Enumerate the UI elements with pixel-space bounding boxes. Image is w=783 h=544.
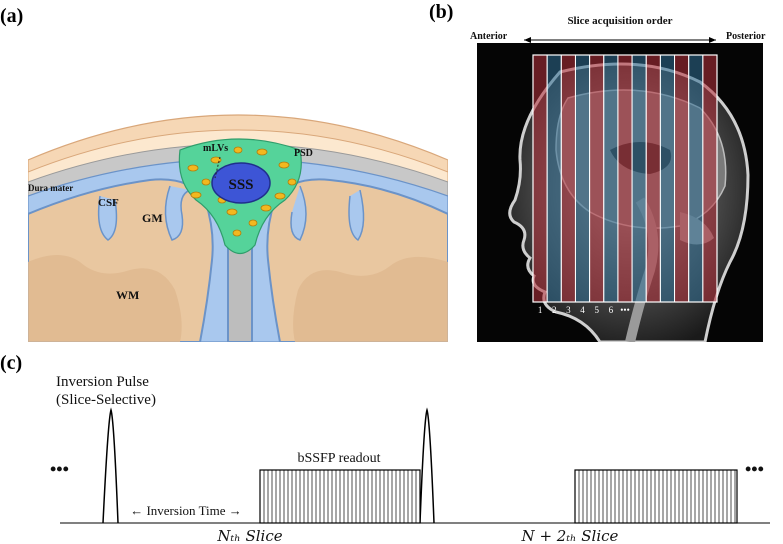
- slice-stripe: [659, 54, 676, 303]
- pulse-title-line2: (Slice-Selective): [56, 392, 156, 408]
- label-posterior: Posterior: [726, 31, 766, 42]
- slice-stripe: [688, 54, 704, 303]
- readout-label: bSSFP readout: [297, 451, 380, 466]
- slice-stripe: [645, 54, 661, 303]
- slice-number: 3: [566, 305, 571, 315]
- slice-stripe: [560, 54, 576, 303]
- sss-sinus: [211, 162, 271, 204]
- slice-stripe: [631, 54, 647, 303]
- label-csf: CSF: [98, 197, 119, 209]
- mlv-vessels: [187, 146, 297, 237]
- slice-order-label: Slice acquisition order: [567, 15, 672, 27]
- slice-n-label: Nₜₕ Slice: [216, 527, 282, 544]
- slice-number: 4: [580, 305, 585, 315]
- slice-stripe: [532, 54, 548, 303]
- slice-stripe: [702, 54, 718, 303]
- inversion-time-label: ← Inversion Time →: [130, 503, 242, 518]
- slice-number: 5: [594, 305, 599, 315]
- slice-stripe: [674, 54, 690, 303]
- inversion-pulse-1: [102, 407, 119, 524]
- label-wm: WM: [116, 288, 139, 302]
- label-gm: GM: [142, 211, 163, 225]
- slice-stripes: [532, 54, 718, 303]
- slice-number: •••: [620, 305, 629, 315]
- slice-n2-label: N + 2ₜₕ Slice: [521, 527, 619, 544]
- pulse-title-line1: Inversion Pulse: [56, 374, 149, 390]
- slice-number: 1: [538, 305, 543, 315]
- inversion-pulse-2: [419, 407, 435, 524]
- label-psd: PSD: [294, 148, 313, 159]
- slice-stripe: [589, 54, 605, 303]
- panel-b-label: (b): [429, 1, 453, 23]
- ellipsis-left: •••: [50, 459, 69, 479]
- label-anterior: Anterior: [470, 31, 508, 42]
- slice-stripe: [603, 54, 619, 303]
- slice-number: 6: [609, 305, 614, 315]
- readout-gradient-lines-2: [578, 470, 736, 523]
- label-sss: SSS: [228, 177, 253, 193]
- mri-image: [477, 43, 763, 342]
- bssfp-readout-2: [574, 469, 738, 524]
- panel-a-label: (a): [0, 5, 23, 27]
- ellipsis-right: •••: [745, 459, 764, 479]
- slice-stripe: [617, 54, 633, 303]
- panel-c-label: (c): [0, 352, 22, 374]
- slice-number: 2: [552, 305, 557, 315]
- white-matter-right: [293, 256, 448, 342]
- slice-stripe: [546, 54, 562, 303]
- label-mlvs: mLVs: [203, 143, 228, 154]
- readout-gradient-lines-1: [263, 470, 417, 523]
- mlv-pointer: [214, 156, 221, 179]
- label-dura: Dura mater: [28, 183, 73, 193]
- slice-stripe: [574, 54, 591, 303]
- white-matter-left: [28, 255, 182, 342]
- meninges-illustration: [28, 114, 448, 342]
